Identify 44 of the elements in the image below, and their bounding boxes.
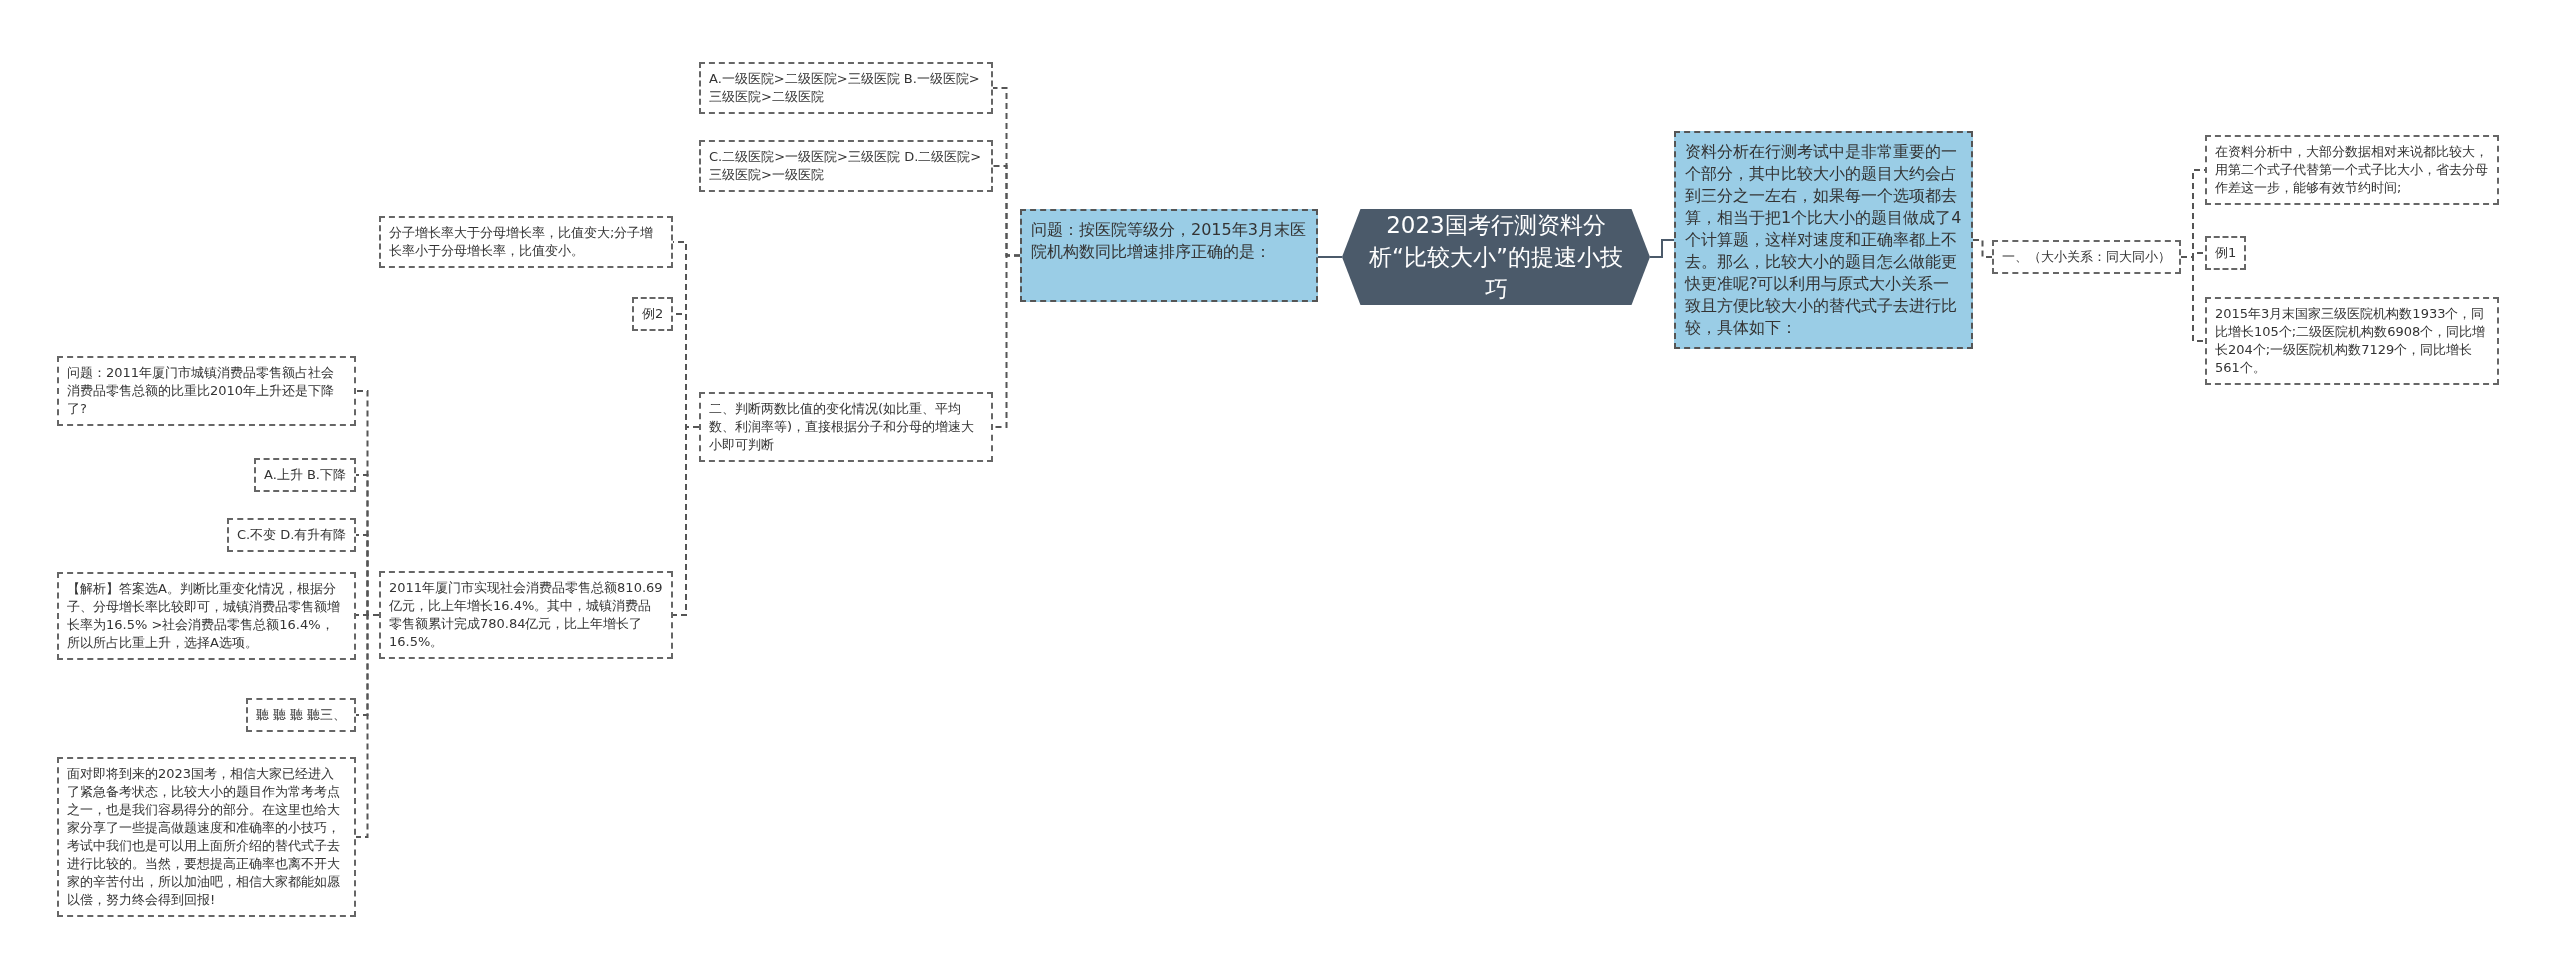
connector-line <box>2180 256 2206 342</box>
subtopic-box <box>57 572 356 660</box>
subtopic-box <box>57 356 356 426</box>
node-text: 资料分析在行测考试中是非常重要的一个部分，其中比较大小的题目大约会占到三分之一左右，如果每一个选项都去算，相当于把1个比大小的题目做成了4个计算题，这样对速度和正确率都上不去。那么，比较大小的题目怎么做能更快更准呢?可以利用与原式大小关系一致且方便比较大小的替代式子去进行比较，具体如下： <box>1685 141 1962 339</box>
connector-line <box>1317 256 1343 258</box>
node-text: 聽 聽 聽 聽三、 <box>256 706 347 724</box>
node-text: A.一级医院>二级医院>三级医院 B.一级医院>三级医院>二级医院 <box>709 70 981 106</box>
central-topic <box>1342 209 1650 305</box>
subtopic-box <box>2205 236 2247 270</box>
connector-line <box>1972 239 1993 258</box>
node-text: 例1 <box>2215 244 2237 262</box>
connector-line <box>1649 239 1675 258</box>
node-text: 分子增长率大于分母增长率，比值变大;分子增长率小于分母增长率，比值变小。 <box>389 224 655 260</box>
subtopic-box <box>227 518 357 552</box>
node-text: 2015年3月末国家三级医院机构数1933个，同比增长105个;二级医院机构数6908个，同比增长204个;一级医院机构数7129个，同比增长561个。 <box>2215 305 2487 377</box>
subtopic-box <box>57 757 356 917</box>
node-text: 在资料分析中，大部分数据相对来说都比较大，用第二个式子代替第一个式子比大小，省去分母作差这一步，能够有效节约时间; <box>2215 143 2489 197</box>
node-text: A.上升 B.下降 <box>264 466 346 484</box>
connector-line <box>355 614 380 838</box>
subtopic-box <box>2205 297 2499 385</box>
subtopic-box <box>699 140 993 192</box>
subtopic-box <box>699 62 993 114</box>
subtopic-box <box>379 571 673 659</box>
subtopic-box <box>699 392 993 462</box>
node-text: 一、（大小关系：同大同小） <box>2002 248 2171 266</box>
node-text: C.二级医院>一级医院>三级医院 D.二级医院>三级医院>一级医院 <box>709 148 983 184</box>
subtopic-box <box>632 297 674 331</box>
node-text: 问题：2011年厦门市城镇消费品零售额占社会消费品零售总额的比重比2010年上升还是下降了? <box>67 364 336 418</box>
node-text: C.不变 D.有升有降 <box>237 526 347 544</box>
node-text: 例2 <box>642 305 664 323</box>
main-topic-box <box>1674 131 1973 349</box>
subtopic-box <box>246 698 357 732</box>
subtopic-box <box>254 458 356 492</box>
node-text: 2011年厦门市实现社会消费品零售总额810.69亿元，比上年增长16.4%。其中，城镇消费品零售额累计完成780.84亿元，比上年增长了16.5%。 <box>389 579 663 651</box>
node-text: 面对即将到来的2023国考，相信大家已经进入了紧急备考状态，比较大小的题目作为常考考点之一，也是我们容易得分的部分。在这里也给大家分享了一些提高做题速度和准确率的小技巧，考试中我们也是可以用上面所介绍的替代式子去进行比较的。当然，要想提高正确率也离不开大家的辛苦付出，所以加油吧，相信大家都能如愿以偿，努力终会得到回报! <box>67 765 341 909</box>
connector-line <box>672 426 700 616</box>
node-text: 【解析】答案选A。判断比重变化情况，根据分子、分母增长率比较即可，城镇消费品零售额增长率为16.5% >社会消费品零售总额16.4%，所以所占比重上升，选择A选项。 <box>67 580 341 652</box>
main-topic-box <box>1020 209 1318 302</box>
subtopic-box <box>2205 135 2499 205</box>
node-text: 问题：按医院等级分，2015年3月末医院机构数同比增速排序正确的是： <box>1031 219 1307 263</box>
subtopic-box <box>1992 240 2181 274</box>
node-text: 二、判断两数比值的变化情况(如比重、平均数、利润率等)，直接根据分子和分母的增速大小即可判断 <box>709 400 976 454</box>
subtopic-box <box>379 216 673 268</box>
node-text: 2023国考行测资料分析“比较大小”的提速小技巧 <box>1368 211 1624 304</box>
